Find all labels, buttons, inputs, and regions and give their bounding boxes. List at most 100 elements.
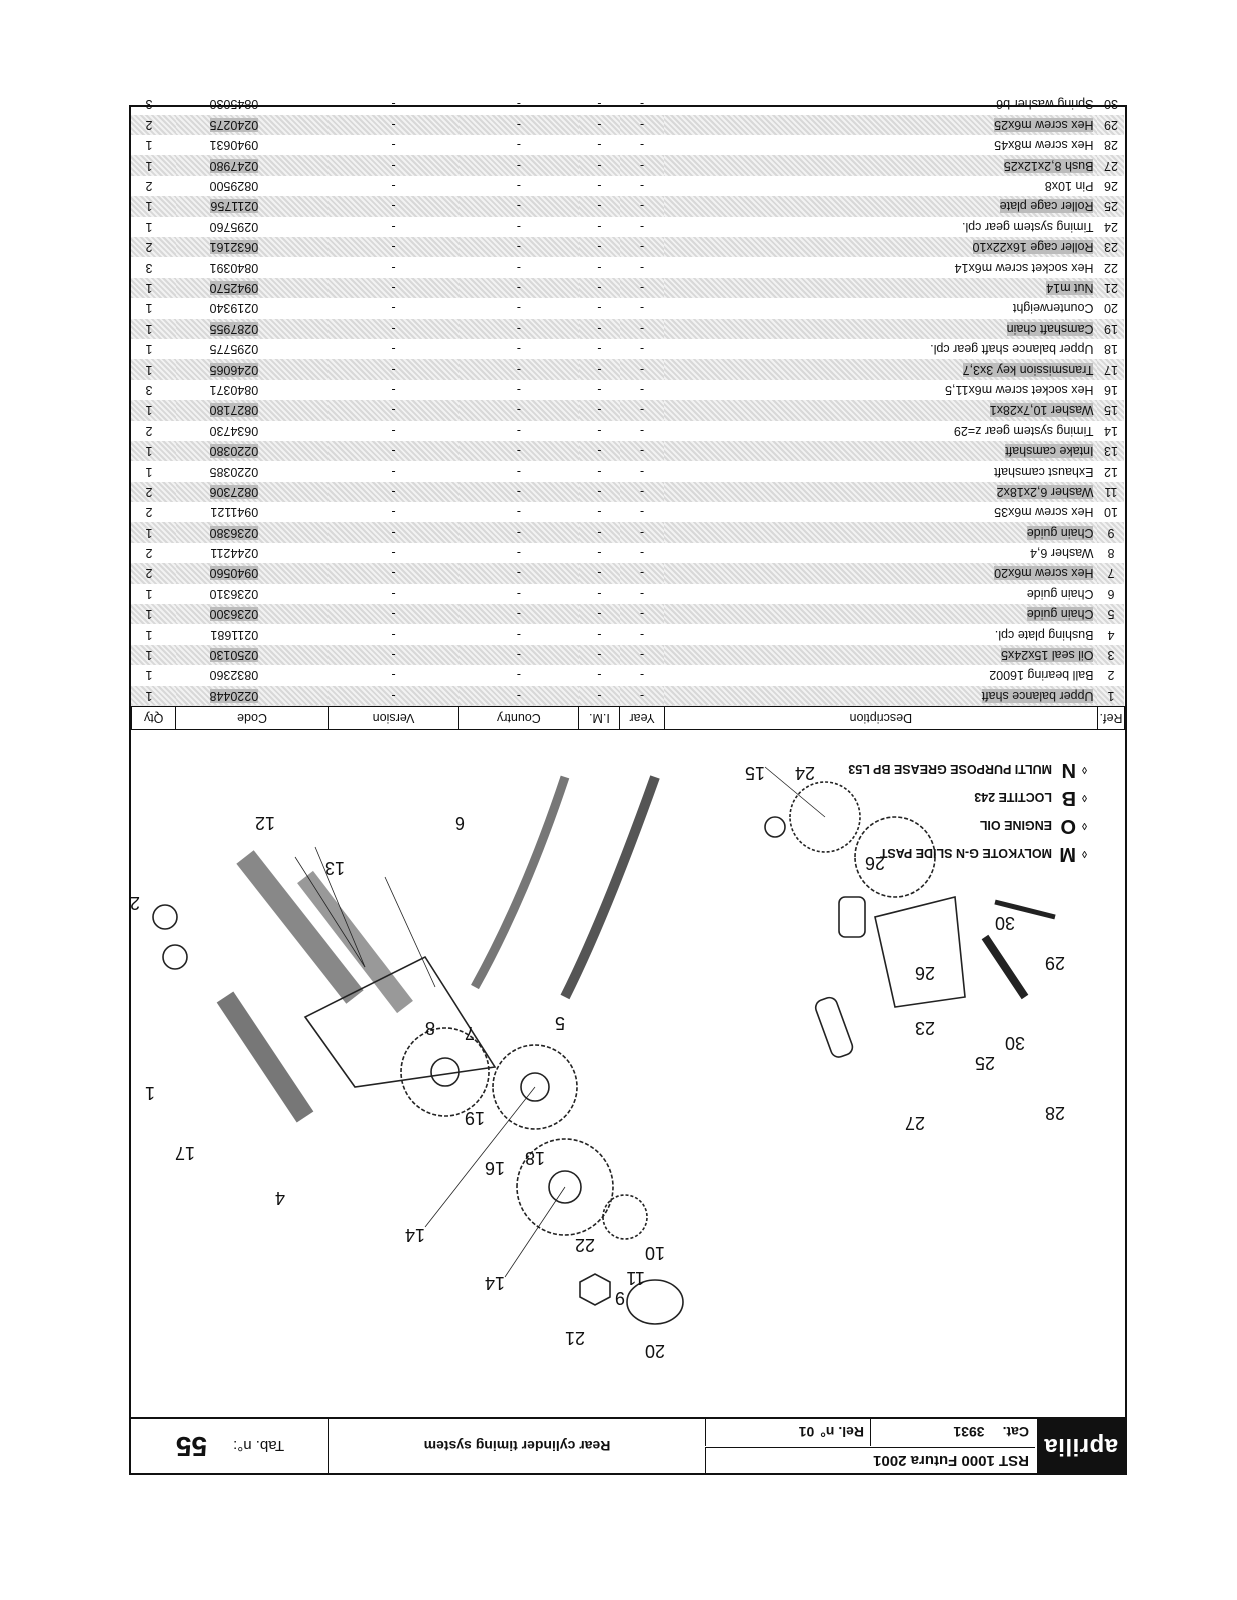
part-year: - [639,586,645,601]
part-code: 0236310 [209,586,259,601]
part-description: Transmission key 3x3,7 [664,359,1098,380]
part-description: Camshaft chain [664,318,1098,339]
part-description: Spring washer b6 [996,97,1094,112]
part-version: - [328,277,459,299]
part-description: Pin 10x8 [1044,179,1094,194]
table-number-label: Tab. n°: [233,1437,285,1455]
part-im: - [578,114,620,136]
callout-11: 11 [626,1268,645,1288]
part-description: Upper balance shaft [664,685,1098,707]
part-qty: 1 [145,342,153,357]
balance-shaft-shape [216,991,314,1123]
part-im: - [597,423,602,438]
part-country: - [458,318,579,339]
part-code: 0250130 [175,644,329,666]
part-version: - [328,644,459,666]
col-year: Year [619,706,665,730]
part-description: Hex socket screw m6x14 [954,260,1094,275]
part-description: Hex screw m6x25 [664,114,1098,136]
part-qty: 1 [145,668,153,683]
callout-12: 12 [255,813,275,833]
catalog-page: aprilia RST 1000 Futura 2001 Cat. 3931 R… [129,97,1127,1475]
part-code: 0247980 [175,155,329,176]
part-country: - [458,522,579,543]
part-ref: 20 [1104,301,1118,316]
part-code: 0244211 [210,546,259,561]
part-im: - [597,668,602,683]
callout-20: 20 [645,1341,665,1361]
part-qty: 1 [145,301,153,316]
part-qty: 1 [131,604,176,625]
lubricant-m: ◊ M MOLYKOTE G-N SLIDE PAST [879,843,1087,865]
callout-21: 21 [565,1328,585,1348]
part-im: - [578,196,620,217]
part-version: - [328,359,459,380]
chain-guide-5-shape [560,775,660,1000]
part-version: - [391,97,396,112]
part-version: - [391,260,396,275]
part-year: - [619,604,665,625]
part-im: - [597,301,602,316]
part-im: - [597,342,602,357]
part-ref: 12 [1104,464,1118,479]
part-qty: 2 [145,423,153,438]
part-code: 0220380 [175,440,329,462]
part-qty: 1 [131,155,176,176]
callout-14a: 14 [485,1273,505,1293]
part-version: - [391,464,396,479]
part-ref: 3 [1097,644,1125,666]
col-ref: Ref. [1097,706,1125,730]
part-country: - [516,260,521,275]
callout-5: 5 [555,1013,565,1033]
part-code: 0220385 [209,464,259,479]
part-qty: 2 [131,114,176,136]
callout-7: 7 [465,1023,475,1043]
part-code: 0211756 [175,196,329,217]
part-description: Chain guide [1026,586,1094,601]
part-year: - [619,318,665,339]
part-im: - [597,219,602,234]
callout-30b: 30 [995,913,1015,933]
part-year: - [639,423,645,438]
part-qty: 1 [131,644,176,666]
part-country: - [516,586,521,601]
part-code: 0236380 [175,522,329,543]
counterweight-shape [626,1279,684,1325]
part-version: - [328,685,459,707]
part-year: - [639,179,645,194]
part-code: 0295760 [209,219,259,234]
part-qty: 2 [131,237,176,258]
part-im: - [578,481,620,503]
part-ref: 4 [1107,627,1115,642]
part-version: - [328,155,459,176]
lubricant-n-text: MULTI PURPOSE GREASE BP L53 [848,762,1053,777]
part-description: Bushing plate cpl. [994,627,1094,642]
callout-14b: 14 [405,1225,425,1245]
catalog-value: 3931 [953,1424,985,1441]
part-qty: 2 [145,505,153,520]
part-ref: 22 [1104,260,1118,275]
callout-25: 25 [975,1053,995,1073]
part-ref: 5 [1097,604,1125,625]
screw-28-shape [981,934,1029,1000]
part-version: - [391,586,396,601]
release-number: Rel. n° 01 [705,1419,870,1446]
callout-13: 13 [325,858,345,878]
callout-17: 17 [175,1143,195,1163]
part-version: - [328,114,459,136]
part-code: 0632161 [175,237,329,258]
page-header: aprilia RST 1000 Futura 2001 Cat. 3931 R… [131,1417,1125,1473]
part-country: - [458,277,579,299]
callout-15: 15 [745,763,765,783]
part-description: Upper balance shaft gear cpl. [930,342,1094,357]
